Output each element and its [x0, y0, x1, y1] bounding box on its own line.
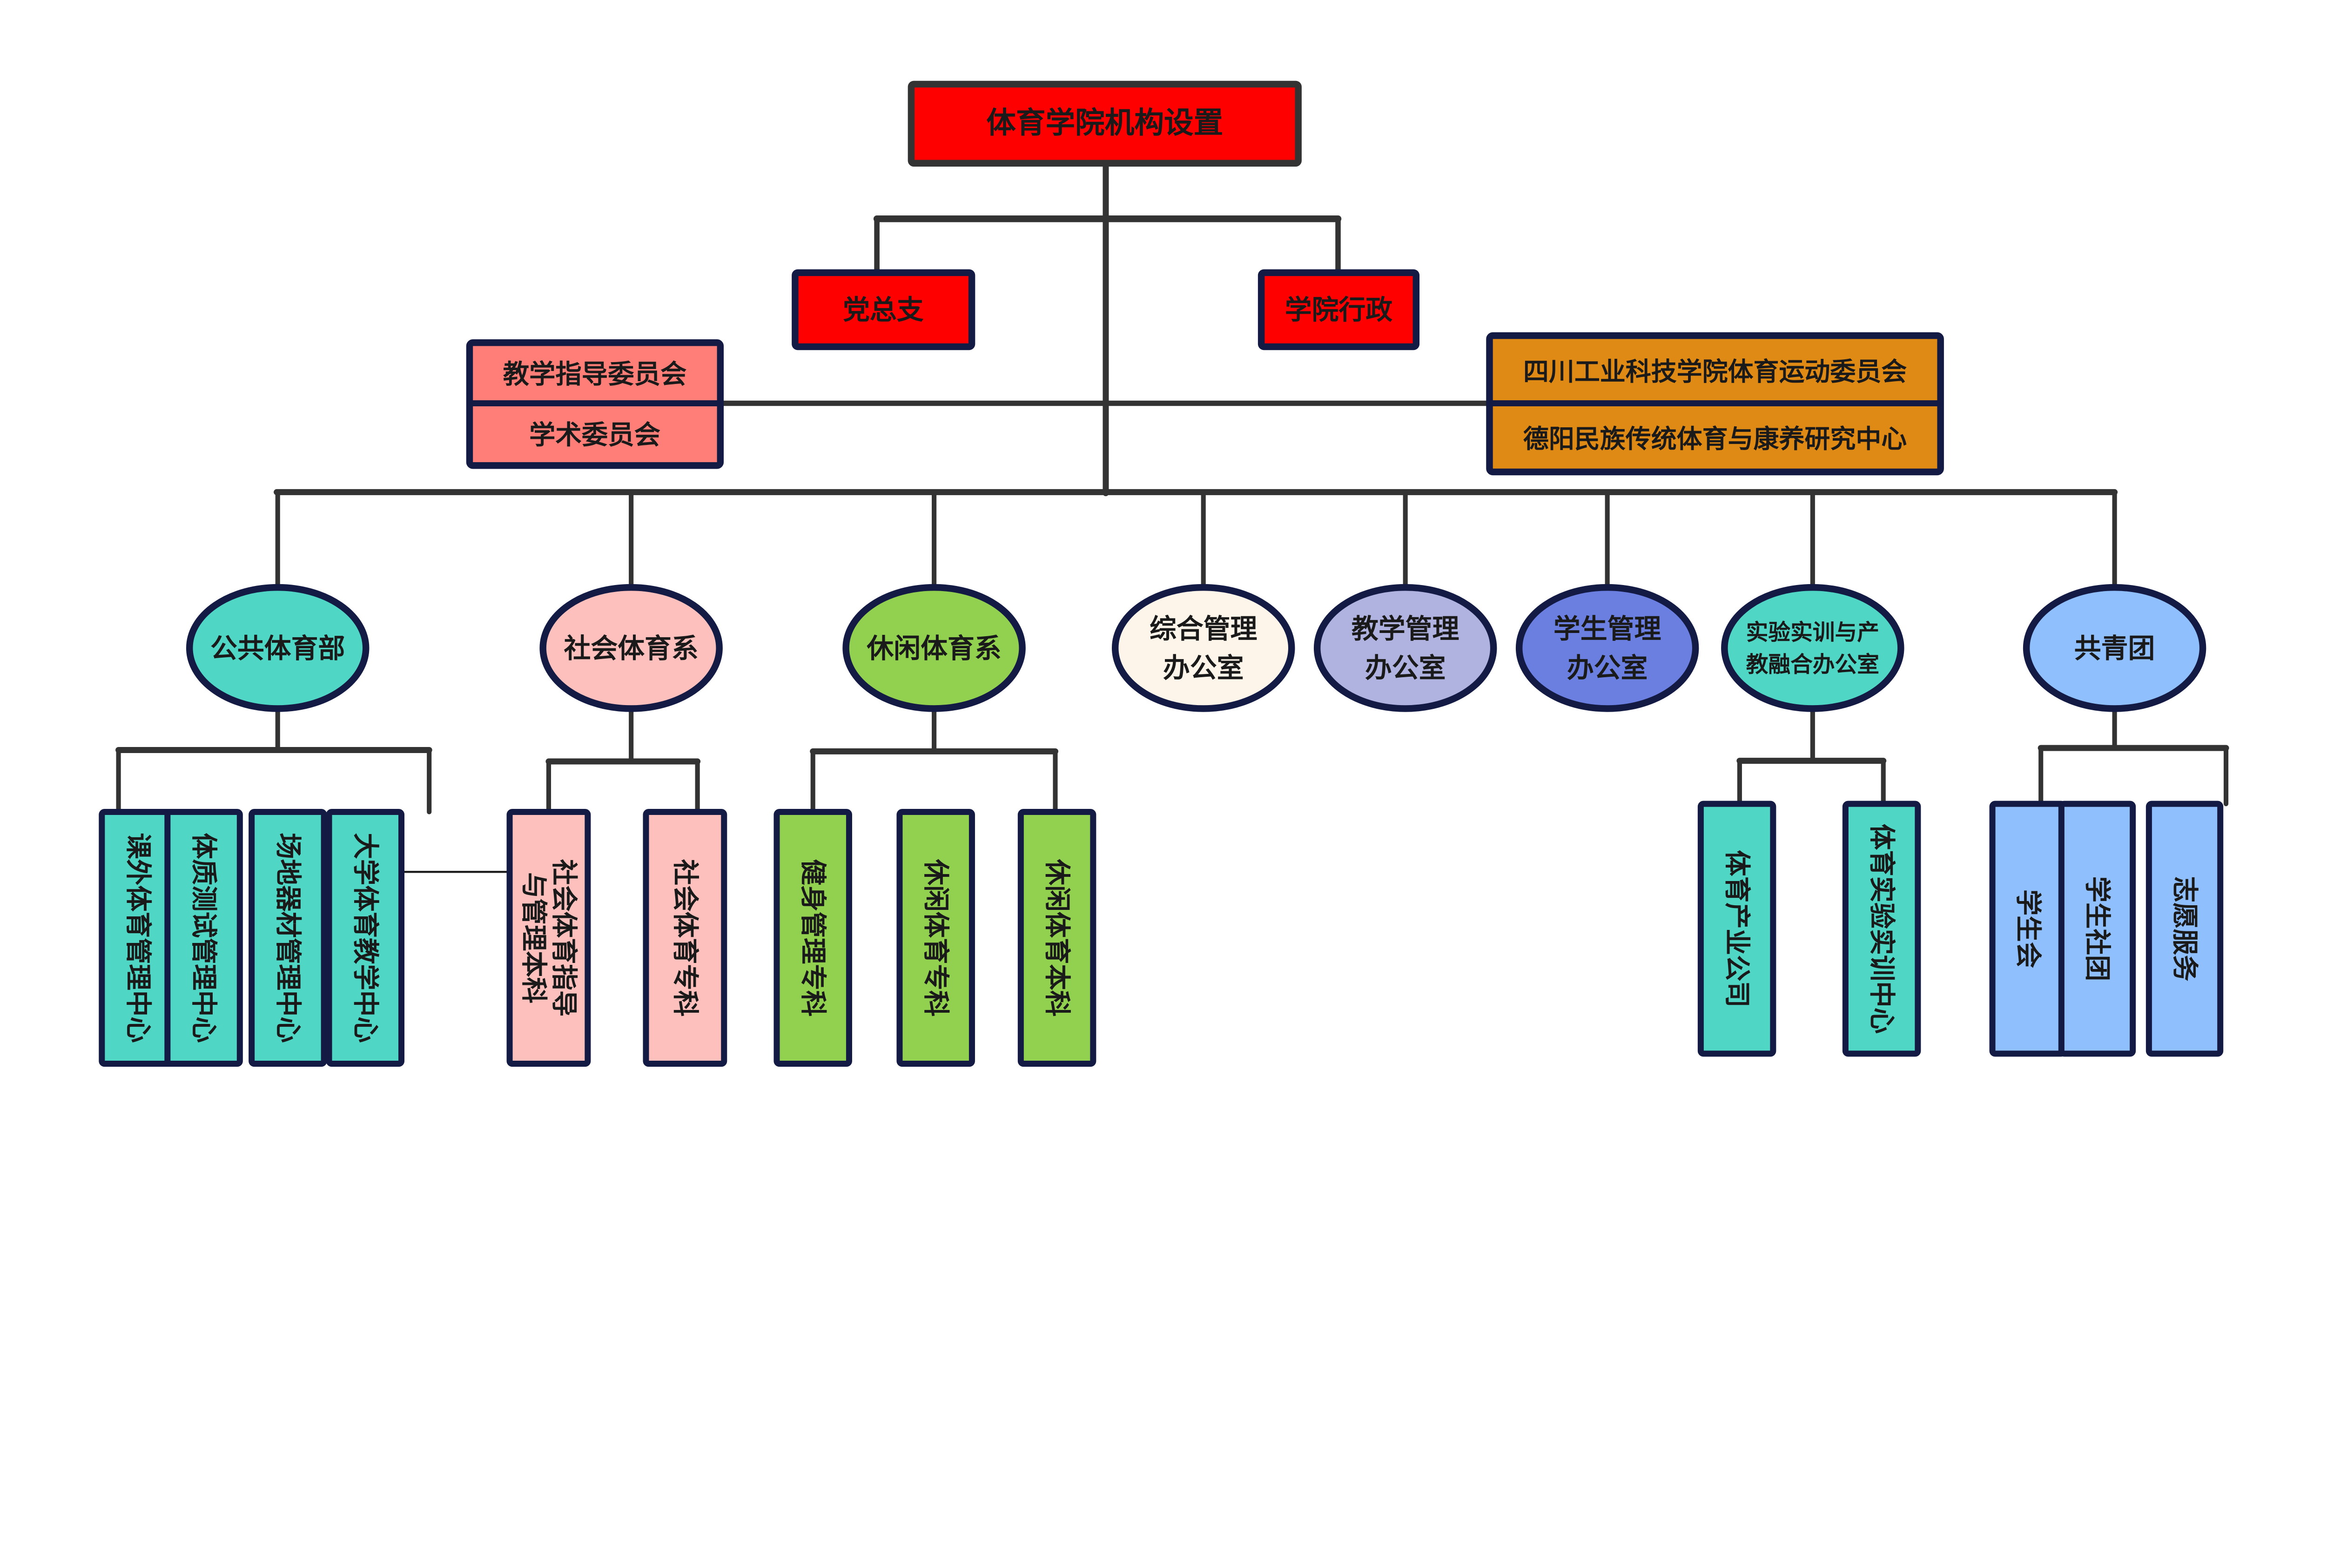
subunit-label-line: 体育产业公司 [1722, 850, 1752, 1007]
subunit-label-line: 休闲体育专科 [921, 859, 951, 1016]
root-node[interactable]: 体育学院机构设置 [908, 81, 1302, 167]
departments: 公共体育部社会体育系休闲体育系综合管理办公室教学管理办公室学生管理办公室实验实训… [186, 584, 2206, 712]
subunit-box [2145, 801, 2224, 1057]
dept-youth-league[interactable]: 共青团 [2023, 584, 2206, 712]
subunit-lab-office-1[interactable]: 体育实验实训中心 [1842, 801, 1921, 1057]
subunit-label-line: 健身管理专科 [798, 859, 828, 1016]
branch-admin[interactable]: 学院行政 [1258, 269, 1420, 350]
subunits: 课外体育管理中心 体质测试管理中心 场地器材管理中心 大学体育教学中心 社会体育指导与管… [99, 801, 2224, 1067]
dept-ellipse [1111, 584, 1295, 712]
subunit-youth-league-1[interactable]: 学生社团 [2058, 801, 2136, 1057]
subunit-box [1017, 809, 1096, 1067]
subunit-box [1842, 801, 1921, 1057]
subunit-label-line: 学生会 [2013, 889, 2043, 968]
root-label: 体育学院机构设置 [986, 106, 1223, 141]
connectors [115, 162, 2229, 873]
subunit-leisure-pe-1[interactable]: 休闲体育专科 [896, 809, 975, 1067]
branch-party-label: 党总支 [843, 294, 924, 326]
subunit-box [506, 809, 591, 1067]
subunit-label-line: 体育实验实训中心 [1867, 824, 1897, 1034]
dept-label-line: 学生管理 [1554, 613, 1661, 645]
committee-left-group: 教学指导委员会 学术委员会 [466, 339, 724, 469]
subunit-public-pe-0[interactable]: 课外体育管理中心 [99, 809, 177, 1067]
committee-sports-label[interactable]: 四川工业科技学院体育运动委员会 [1523, 357, 1907, 386]
subunit-public-pe-1[interactable]: 体质测试管理中心 [164, 809, 243, 1067]
branch-party[interactable]: 党总支 [792, 269, 975, 350]
subunit-label-line: 大学体育教学中心 [350, 833, 380, 1043]
dept-label-line: 公共体育部 [210, 633, 345, 664]
subunit-label-line: 社会体育专科 [670, 859, 700, 1016]
branch-admin-label: 学院行政 [1285, 294, 1393, 326]
dept-ellipse [1515, 584, 1699, 712]
subunit-label-line: 场地器材管理中心 [273, 833, 303, 1043]
subunit-box [643, 809, 727, 1067]
dept-label-line: 教融合办公室 [1746, 652, 1879, 678]
dept-ellipse [186, 584, 370, 712]
subunit-youth-league-0[interactable]: 学生会 [1989, 801, 2067, 1057]
dept-public-pe[interactable]: 公共体育部 [186, 584, 370, 712]
committee-research-label[interactable]: 德阳民族传统体育与康养研究中心 [1523, 424, 1907, 454]
subunit-label-line: 社会体育指导 [549, 859, 579, 1016]
subunit-leisure-pe-2[interactable]: 休闲体育本科 [1017, 809, 1096, 1067]
subunit-lab-office-0[interactable]: 体育产业公司 [1697, 801, 1776, 1057]
org-chart-canvas: 体育学院机构设置 党总支 学院行政 教学指导委员会 学术委员会 四川工业科技学院… [99, 81, 2229, 1067]
dept-label-line: 办公室 [1567, 652, 1648, 684]
subunit-label-line: 志愿服务 [2170, 876, 2200, 982]
dept-label-line: 综合管理 [1150, 613, 1257, 645]
dept-label-line: 实验实训与产 [1746, 620, 1879, 646]
dept-social-pe[interactable]: 社会体育系 [539, 584, 723, 712]
dept-ellipse [1721, 584, 1904, 712]
dept-leisure-pe[interactable]: 休闲体育系 [842, 584, 1026, 712]
dept-label-line: 办公室 [1163, 652, 1244, 684]
subunit-box [164, 809, 243, 1067]
dept-ellipse [842, 584, 1026, 712]
dept-label-line: 休闲体育系 [866, 633, 1001, 664]
subunit-youth-league-2[interactable]: 志愿服务 [2145, 801, 2224, 1057]
committee-right-group: 四川工业科技学院体育运动委员会 德阳民族传统体育与康养研究中心 [1486, 332, 1944, 476]
subunit-box [1697, 801, 1776, 1057]
subunit-box [773, 809, 852, 1067]
dept-label-line: 教学管理 [1352, 613, 1459, 645]
committee-teaching-label[interactable]: 教学指导委员会 [503, 359, 687, 390]
subunit-box [249, 809, 327, 1067]
subunit-social-pe-1[interactable]: 社会体育专科 [643, 809, 727, 1067]
subunit-label-line: 与管理本科 [518, 872, 549, 1003]
subunit-label-line: 体质测试管理中心 [188, 833, 219, 1043]
dept-ellipse [539, 584, 723, 712]
branch-party-box [792, 269, 975, 350]
subunit-leisure-pe-0[interactable]: 健身管理专科 [773, 809, 852, 1067]
subunit-label-line: 课外体育管理中心 [123, 833, 153, 1043]
subunit-label-line: 休闲体育本科 [1042, 859, 1072, 1016]
subunit-box [2058, 801, 2136, 1057]
dept-label-line: 社会体育系 [564, 633, 698, 664]
branch-admin-box [1258, 269, 1420, 350]
subunit-public-pe-3[interactable]: 大学体育教学中心 [326, 809, 405, 1067]
dept-label-line: 办公室 [1365, 652, 1446, 684]
dept-ellipse [1313, 584, 1497, 712]
root-box [908, 81, 1302, 167]
dept-ellipse [2023, 584, 2206, 712]
org-chart: 体育学院机构设置 党总支 学院行政 教学指导委员会 学术委员会 四川工业科技学院… [99, 81, 2229, 1067]
subunit-box [896, 809, 975, 1067]
dept-label-line: 共青团 [2074, 633, 2155, 664]
subunit-public-pe-2[interactable]: 场地器材管理中心 [249, 809, 327, 1067]
committee-academic-label[interactable]: 学术委员会 [529, 420, 660, 450]
subunit-label-line: 学生社团 [2082, 876, 2112, 982]
subunit-box [326, 809, 405, 1067]
